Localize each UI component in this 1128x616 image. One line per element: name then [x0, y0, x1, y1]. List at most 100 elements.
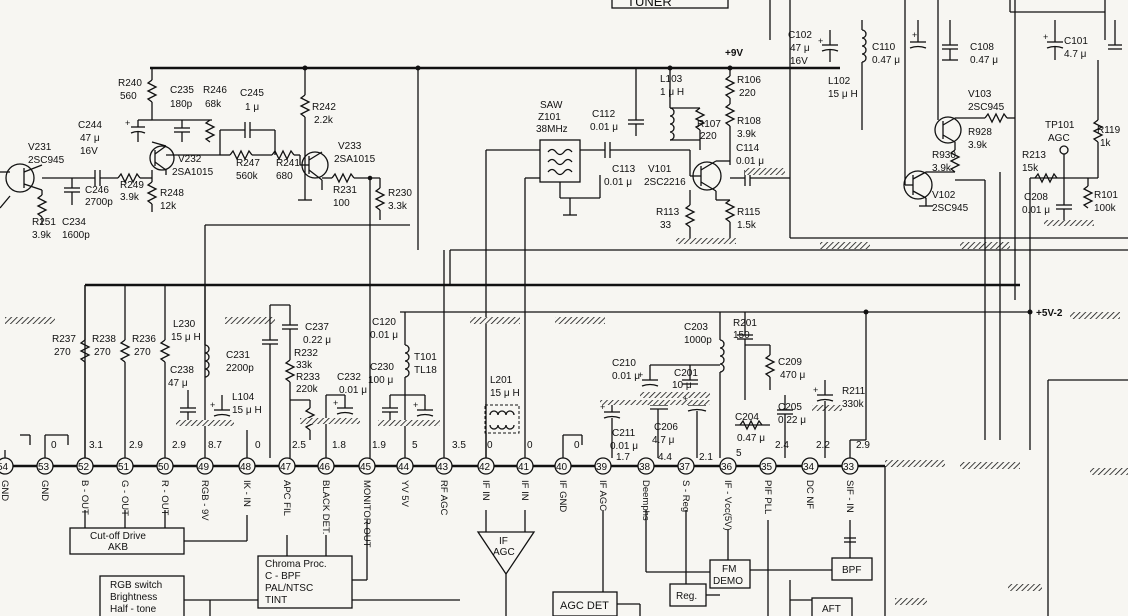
- svg-text:+: +: [912, 30, 917, 40]
- c204-ref: C205: [778, 402, 802, 413]
- pin-40-number: 40: [556, 462, 568, 473]
- t101-ref: L201: [490, 375, 513, 386]
- r201-ref: C209: [778, 357, 802, 368]
- if-front-end-parts: C120 0.01 μ C230 100 μ + T101 TL18 L201 …: [368, 250, 520, 458]
- rgb-switch-block: RGB switch Brightness Half - tone: [99, 575, 258, 616]
- pin-36-label: IF - Vcc(5V): [722, 480, 733, 531]
- v103-value: 2SC945: [968, 102, 1005, 113]
- r232-ref: R232: [294, 348, 318, 359]
- fm-demo-block: FM DEMO: [709, 530, 832, 589]
- r930-value: 3.9k: [932, 163, 952, 174]
- chroma-proc-block: Chroma Proc. C - BPF PAL/NTSC TINT: [257, 520, 460, 609]
- v102-ref: V102: [932, 190, 956, 201]
- ic-pin-37: 2.1 37 S - Reg: [677, 452, 713, 512]
- r113-value: 33: [660, 220, 672, 231]
- pin-39-voltage: 1.7: [616, 452, 630, 463]
- plus5v2-label: +5V-2: [1036, 308, 1063, 319]
- ic-pin-35: 2.4 35 PIF PLL: [759, 440, 789, 514]
- pin-38-label: Deemphs: [640, 480, 651, 521]
- v231-value: 2SC945: [28, 155, 65, 166]
- c101-value: 4.7 μ: [1064, 49, 1087, 60]
- l104-value: 0.01 μ: [370, 330, 398, 341]
- r106-value: 220: [739, 88, 756, 99]
- pin-40-voltage: 0: [574, 440, 580, 451]
- ic-pin-row: 54 GND 0 53 GND 3.1 52 B - OUT 2.9 51 G …: [0, 312, 1128, 548]
- r251-ref: R251: [32, 217, 56, 228]
- tp101-label: TP101: [1045, 120, 1075, 131]
- ic-pin-45: 1.9 45 MONITOR OUT: [358, 440, 386, 548]
- r233-value: 220k: [296, 384, 319, 395]
- reg-label: Reg.: [676, 591, 697, 602]
- c231-ref: C231: [226, 350, 250, 361]
- c245-value: 1 μ: [245, 102, 259, 113]
- r107-value: 220: [700, 131, 717, 142]
- ic-pin-41: 0 41 IF IN: [516, 440, 534, 501]
- c203-value: 150: [733, 330, 750, 341]
- t101-value: 15 μ H: [490, 388, 520, 399]
- pin-45-number: 45: [360, 462, 372, 473]
- c108-ref: C108: [970, 42, 994, 53]
- c209-ref: C210: [612, 358, 636, 369]
- r241-ref: R241: [276, 158, 300, 169]
- c238-ref: L104: [232, 392, 255, 403]
- r248-ref: R248: [160, 188, 184, 199]
- ic-pin-49: 8.7 49 RGB - 9V: [196, 440, 222, 521]
- c244-ref: C244: [78, 120, 102, 131]
- l102-value: 15 μ H: [828, 89, 858, 100]
- pin-49-label: RGB - 9V: [199, 480, 210, 521]
- c245-ref: C245: [240, 88, 264, 99]
- saw-label-3: 38MHz: [536, 124, 568, 135]
- plus5v2-rail: +5V-2: [5, 249, 1128, 460]
- c237-value: 0.22 μ: [303, 335, 331, 346]
- pin-36-number: 36: [721, 462, 733, 473]
- ic-pin-33: 2.9 33 SIF - IN: [841, 312, 870, 513]
- v233-value: 2SA1015: [334, 154, 376, 165]
- c232-ref: C238: [170, 365, 194, 376]
- svg-text:+: +: [413, 400, 418, 410]
- c203-ref: R201: [733, 318, 757, 329]
- ic-pin-54: 54 GND: [0, 450, 14, 501]
- r237-ref: R237: [52, 334, 76, 345]
- agc-det-block: AGC DET: [552, 510, 641, 616]
- tp101-agc-label: AGC: [1048, 133, 1070, 144]
- l102-ref: L102: [828, 76, 851, 87]
- pin-39-number: 39: [596, 462, 608, 473]
- r233-ref: R233: [296, 372, 320, 383]
- r101-value: 100k: [1094, 203, 1117, 214]
- c201-ref: R211: [842, 386, 866, 397]
- pin-34-voltage: 2.2: [816, 440, 830, 451]
- pin-45-voltage: 1.9: [372, 440, 386, 451]
- c101-ref: C101: [1064, 36, 1088, 47]
- pin-42-label: IF IN: [480, 480, 491, 501]
- ic-pin-47: 2.5 47 APC FIL: [278, 440, 306, 516]
- tuner-supply-section: + C102 47 μ 16V C110 0.47 μ L102 15 μ H …: [788, 0, 1122, 450]
- c230-value: TL18: [414, 365, 437, 376]
- pin-52-voltage: 3.1: [89, 440, 103, 451]
- pin-40-label: IF GND: [557, 480, 568, 512]
- pin-37-label: S - Reg: [680, 480, 691, 512]
- r928-value: 3.9k: [968, 140, 988, 151]
- ic-pin-50: 2.9 50 R - OUT: [156, 440, 186, 516]
- c244-voltage: 16V: [80, 146, 98, 157]
- c210-value: 10 μ: [672, 380, 692, 391]
- c114-ref: C114: [736, 143, 760, 154]
- c232-value: 47 μ: [168, 378, 188, 389]
- c238-value: 15 μ H: [232, 405, 262, 416]
- r213-value: 15k: [1022, 163, 1039, 174]
- c102-voltage: 16V: [790, 56, 808, 67]
- pin-49-number: 49: [198, 462, 210, 473]
- r247-value: 560k: [236, 171, 259, 182]
- pin-52-number: 52: [78, 462, 90, 473]
- pin-35-number: 35: [761, 462, 773, 473]
- ic-pin-53: 0 53 GND: [20, 434, 69, 501]
- rgb-output-section: R237 270 R238 270 R236 270 L230 15 μ H C…: [52, 285, 367, 458]
- c113-ref: C113: [612, 164, 636, 175]
- c246-ref: C246: [85, 185, 109, 196]
- c120-value: 100 μ: [368, 375, 393, 386]
- v232-value: 2SA1015: [172, 167, 214, 178]
- pin-37-number: 37: [679, 462, 691, 473]
- saw-label-1: SAW: [540, 100, 563, 111]
- v233-ref: V233: [338, 141, 362, 152]
- if-agc-line1: IF: [499, 536, 508, 547]
- v103-ref: V103: [968, 89, 992, 100]
